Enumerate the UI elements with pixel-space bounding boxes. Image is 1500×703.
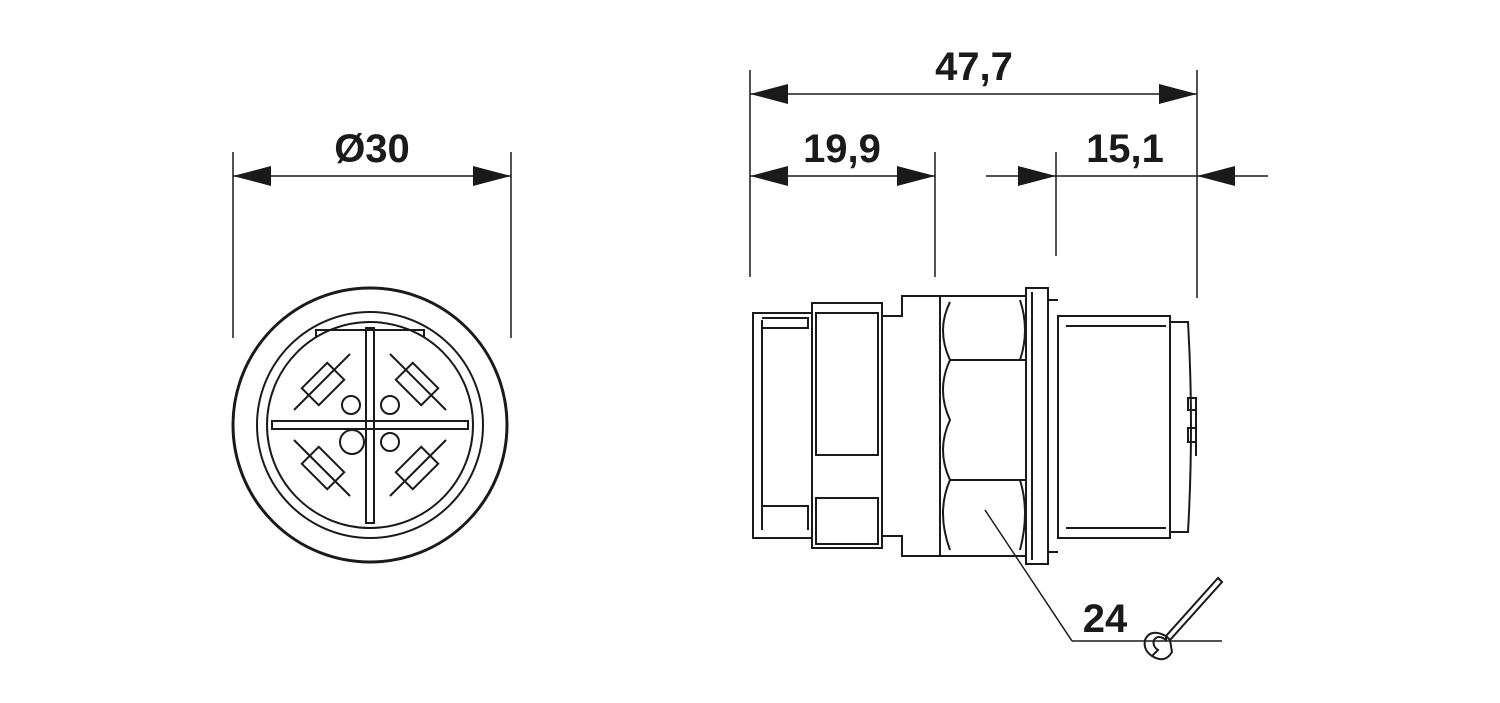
front-length-label: 19,9 [803,127,881,171]
overall-length-dimension: 47,7 [749,45,1198,298]
front-length-dimension: 19,9 [750,127,936,277]
wrench-size-label: 24 [1083,597,1128,641]
overall-length-label: 47,7 [935,45,1013,89]
side-view: 47,7 19,9 15,1 [749,45,1268,661]
diameter-label: Ø30 [334,127,410,171]
thread-length-label: 15,1 [1086,127,1164,171]
thread-length-dimension: 15,1 [986,127,1268,256]
wrench-icon [1143,576,1224,661]
wrench-callout: 24 [984,509,1224,661]
diameter-dimension: Ø30 [232,127,512,338]
front-view: Ø30 [231,127,512,564]
